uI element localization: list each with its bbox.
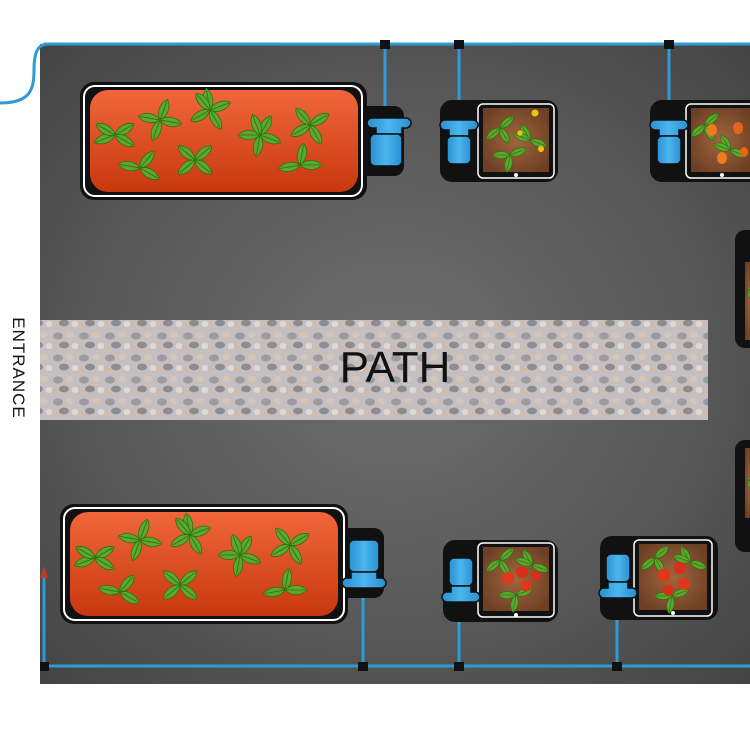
planter-edge-1 — [735, 230, 750, 348]
pipe-connector — [454, 40, 464, 49]
grow-bag-top — [80, 82, 412, 200]
water-tank-icon — [439, 119, 479, 165]
water-tank-icon — [441, 557, 481, 603]
planter-tomato-2 — [598, 536, 718, 620]
planter-edge-2 — [735, 440, 750, 552]
planter-pepper — [649, 100, 750, 182]
grow-bag-bottom — [60, 504, 387, 624]
water-tank-icon — [649, 119, 689, 165]
pipe-connector — [454, 662, 464, 671]
supply-line-curve — [0, 42, 49, 105]
pipe-connector — [358, 662, 368, 671]
pipe-connectors — [40, 40, 674, 671]
pipe-connector — [664, 40, 674, 49]
flow-arrow — [40, 566, 48, 578]
flowering-plant-icon — [483, 109, 549, 174]
planter-tomato-1 — [441, 540, 558, 622]
pipe-connector — [612, 662, 622, 671]
water-tank-icon — [341, 539, 387, 589]
planter-flowering — [439, 100, 558, 182]
tomato-plant-icon — [483, 545, 551, 614]
pipe-connector — [40, 662, 49, 671]
pipe-connector — [380, 40, 390, 49]
water-tank-icon — [598, 553, 638, 599]
water-tank-icon — [366, 117, 412, 167]
gravel-path — [40, 320, 708, 420]
tomato-plant-icon — [638, 543, 709, 615]
pepper-plant-icon — [688, 110, 749, 164]
